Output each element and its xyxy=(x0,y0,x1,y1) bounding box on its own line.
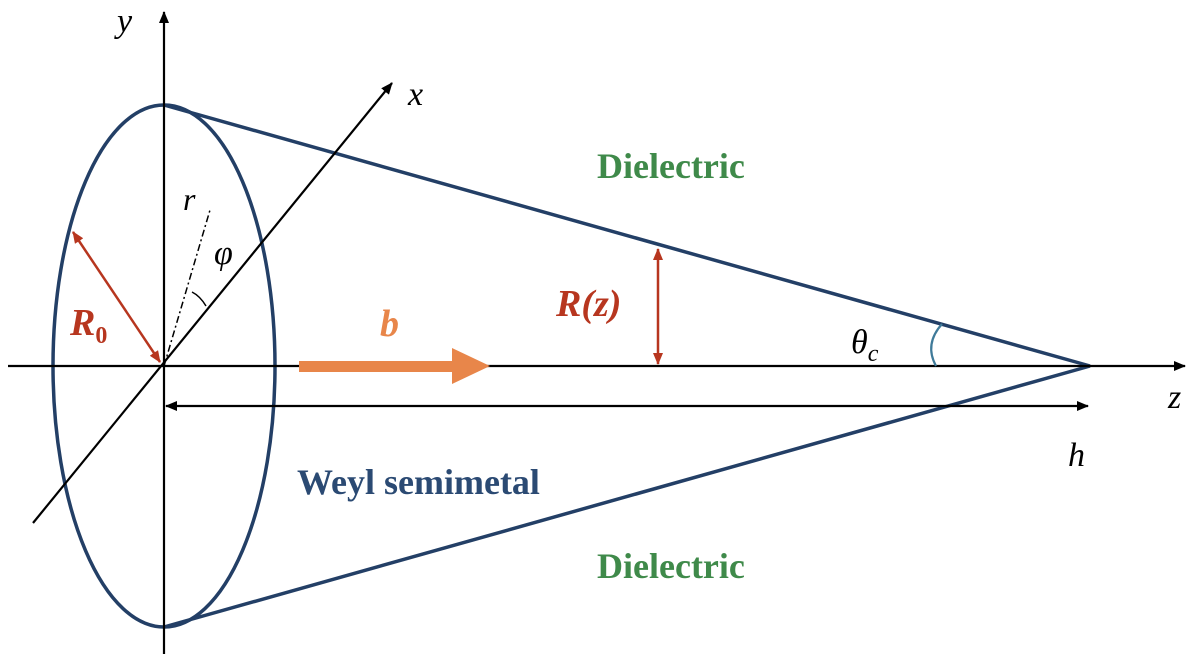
vector-b-head xyxy=(452,348,490,384)
material-label: Weyl semimetal xyxy=(297,462,540,502)
radius-r-label: r xyxy=(183,181,196,217)
theta-label-main: θ xyxy=(851,324,868,361)
height-h-label: h xyxy=(1068,437,1085,474)
theta-label: θc xyxy=(851,324,879,367)
axis-x-label: x xyxy=(407,76,423,113)
dielectric-top-label: Dielectric xyxy=(597,146,745,186)
vector-b-label: b xyxy=(380,303,399,345)
x-axis xyxy=(32,82,393,524)
r0-label: R0 xyxy=(69,302,107,349)
dielectric-bottom-label: Dielectric xyxy=(597,546,745,586)
r0-label-main: R xyxy=(69,302,95,344)
theta-arc xyxy=(930,323,943,367)
axis-z-label: z xyxy=(1167,379,1181,416)
r0-arrow xyxy=(71,231,162,363)
axis-y-label: y xyxy=(114,3,133,40)
theta-label-sub: c xyxy=(868,341,879,367)
r0-label-sub: 0 xyxy=(95,323,107,349)
cone-upper-edge xyxy=(163,103,1091,368)
angle-phi-label: φ xyxy=(214,235,233,272)
radius-r-line xyxy=(163,209,211,367)
vector-b-shaft xyxy=(299,361,455,372)
rz-label: R(z) xyxy=(555,283,621,325)
phi-arc xyxy=(191,291,207,307)
